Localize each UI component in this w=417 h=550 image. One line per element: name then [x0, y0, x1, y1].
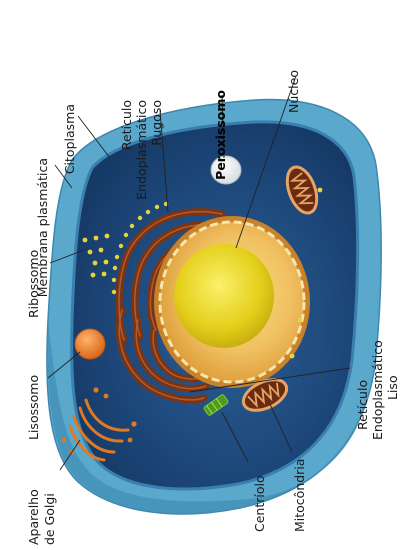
lysosome: [75, 329, 105, 359]
label-centriolo: Centríolo: [252, 475, 267, 532]
label-ret-rugoso-2: Endoplasmático: [134, 100, 149, 200]
label-golgi-2: de Golgi: [42, 493, 57, 545]
label-peroxissomo: Peroxissomo: [213, 90, 228, 180]
label-ribossomo: Ribossomo: [26, 250, 41, 318]
nucleus: [154, 216, 310, 388]
label-ret-rugoso-3: Rugoso: [149, 100, 164, 146]
label-ret-liso-3: Liso: [385, 375, 400, 400]
label-ret-liso-1: Retículo: [355, 380, 370, 430]
label-ret-rugoso-1: Retículo: [119, 100, 134, 150]
label-golgi-1: Aparelho: [26, 489, 41, 545]
label-ret-liso-2: Endoplasmático: [370, 340, 385, 440]
label-mitocondria: Mitocôndria: [292, 459, 307, 532]
label-citoplasma: Citoplasma: [62, 104, 77, 174]
label-lisossomo: Lisossomo: [26, 375, 41, 440]
label-nucleo: Núcleo: [286, 70, 301, 113]
nucleolus: [174, 244, 274, 348]
